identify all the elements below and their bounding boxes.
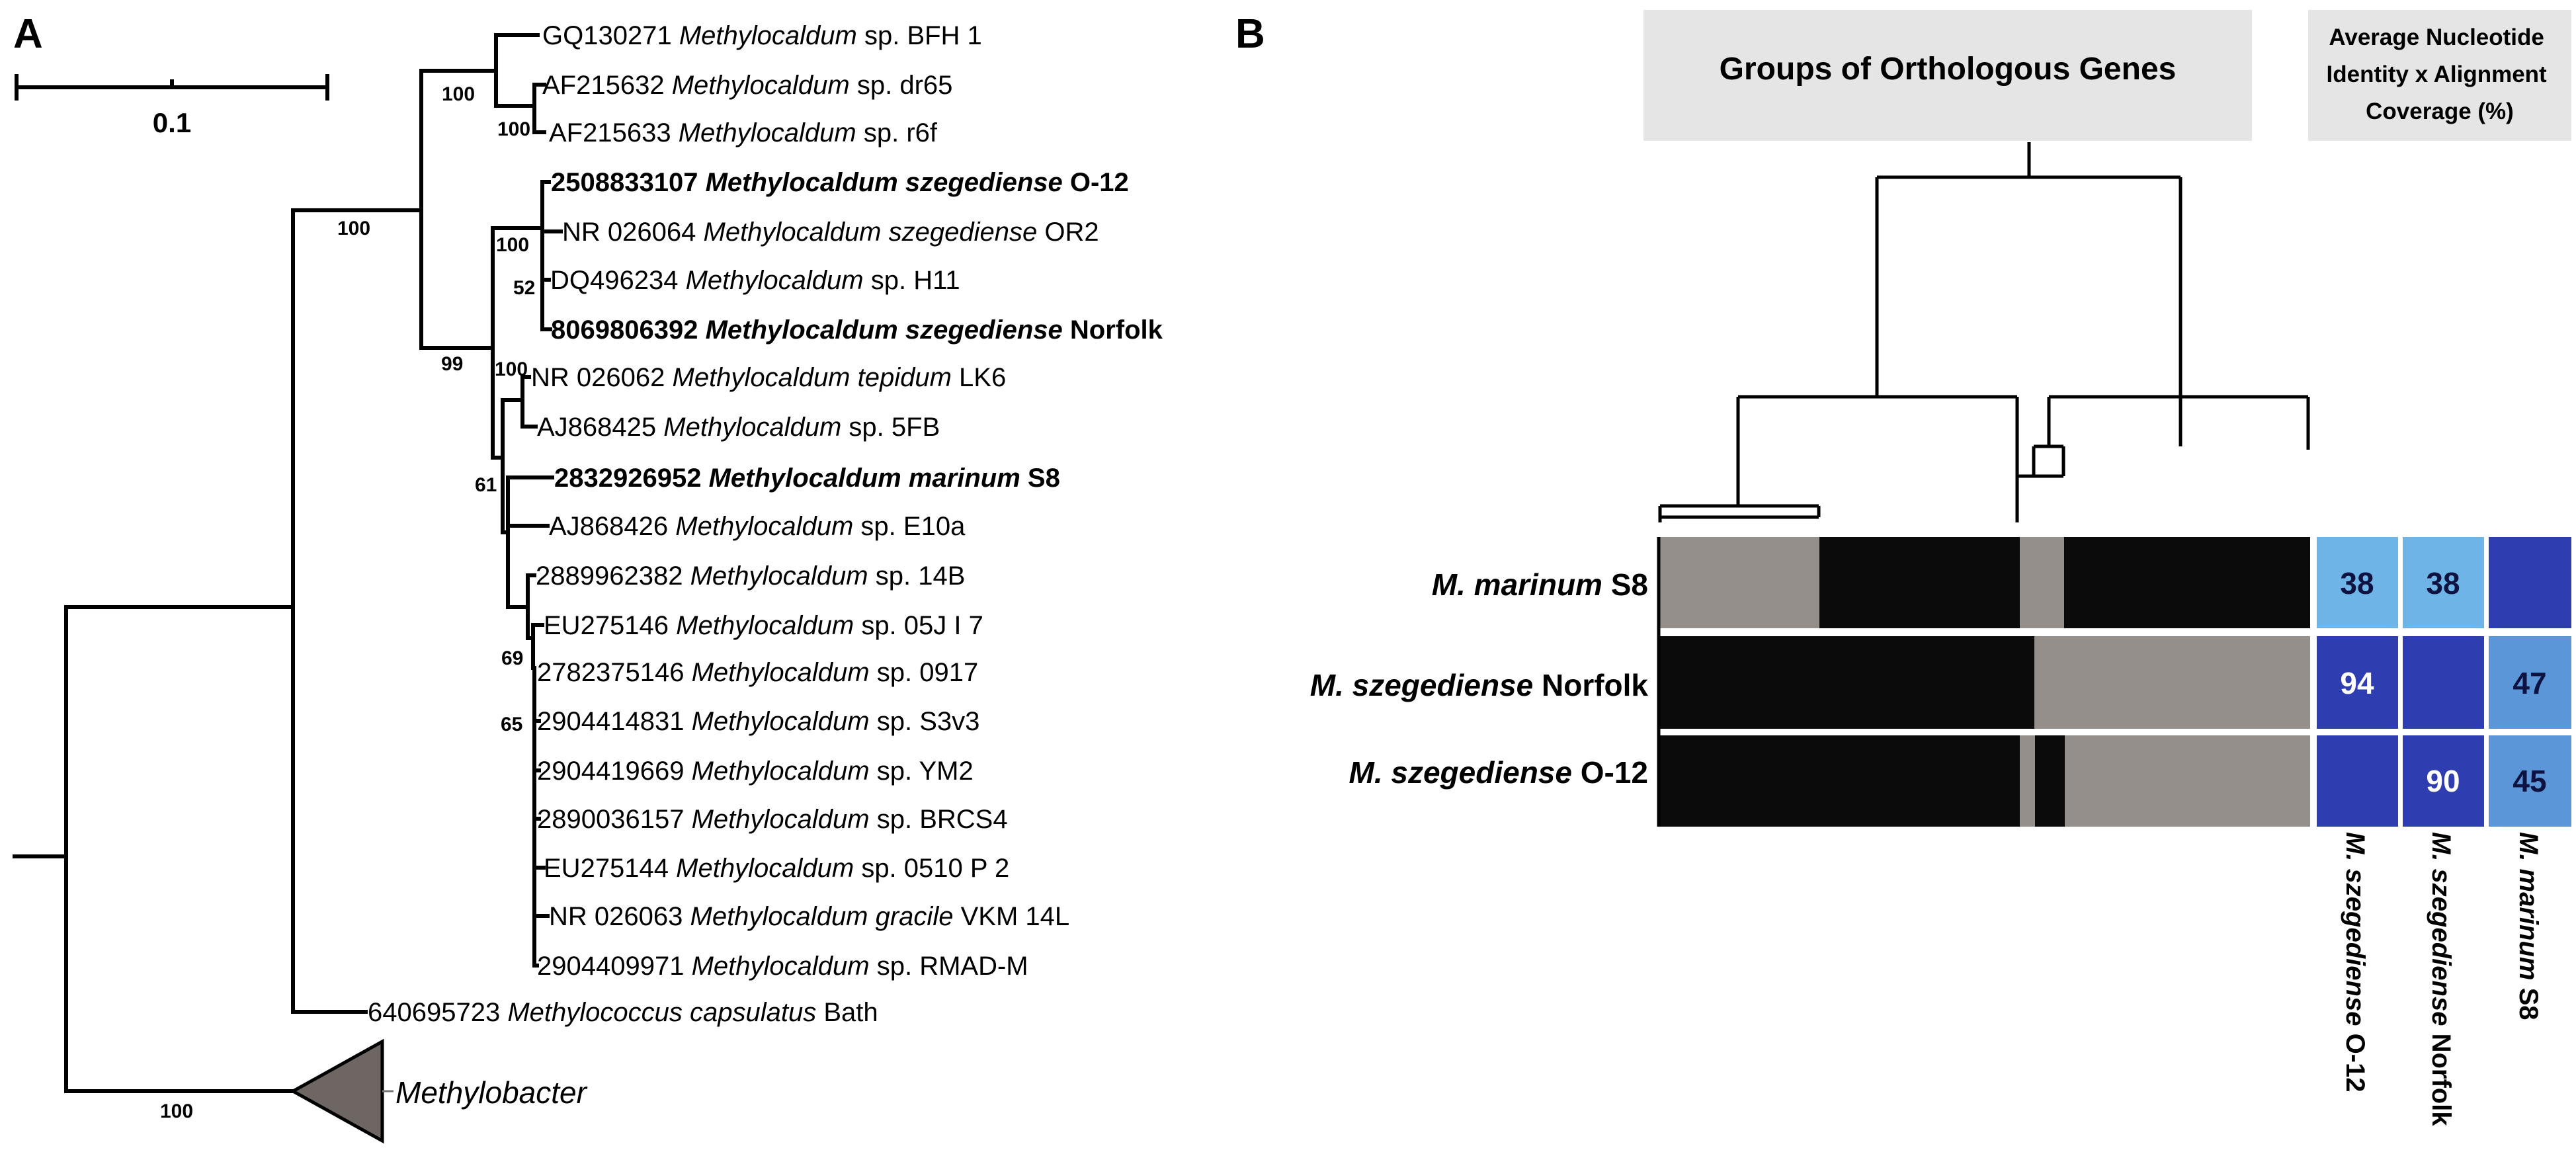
og-dendrogram xyxy=(1658,142,2310,522)
taxon-label: 2889962382 Methylocaldum sp. 14B xyxy=(536,561,965,591)
panel-a-letter: A xyxy=(13,11,43,57)
taxon-label: NR 026064 Methylocaldum szegediense OR2 xyxy=(562,218,1099,247)
og-block xyxy=(1659,537,1819,628)
ani-header-box xyxy=(2308,10,2571,141)
row-label-szegediense-o12: M. szegediense O-12 xyxy=(1349,755,1649,790)
ani-cell xyxy=(2317,735,2398,827)
ani-cell xyxy=(2317,537,2398,628)
taxon-label: 2782375146 Methylocaldum sp. 0917 xyxy=(537,658,978,687)
og-block xyxy=(1856,636,2034,729)
bootstrap-label: 65 xyxy=(501,714,522,735)
ani-cell xyxy=(2317,636,2398,729)
og-block xyxy=(2065,735,2310,827)
bootstrap-label: 52 xyxy=(513,277,535,299)
og-block xyxy=(1659,735,2020,827)
og-block xyxy=(2020,537,2064,628)
taxon-label: 2904414831 Methylocaldum sp. S3v3 xyxy=(537,707,979,736)
taxon-label: 2832926952 Methylocaldum marinum S8 xyxy=(554,464,1060,493)
taxon-label: 2904419669 Methylocaldum sp. YM2 xyxy=(537,757,974,786)
ani-value: 94 xyxy=(2340,666,2374,700)
ani-value: 90 xyxy=(2426,764,2460,798)
taxon-label: DQ496234 Methylocaldum sp. H11 xyxy=(550,266,960,295)
taxon-label: NR 026062 Methylocaldum tepidum LK6 xyxy=(531,363,1006,392)
taxon-label: NR 026063 Methylocaldum gracile VKM 14L xyxy=(549,902,1069,931)
bootstrap-label: 100 xyxy=(496,234,529,256)
og-block xyxy=(2020,735,2035,827)
og-block xyxy=(2064,537,2310,628)
ani-header-title: Average Nucleotide Identity x Alignment … xyxy=(2327,24,2554,124)
taxon-label: EU275146 Methylocaldum sp. 05J I 7 xyxy=(544,611,983,640)
panel-b-letter: B xyxy=(1235,11,1265,57)
ani-cell xyxy=(2403,735,2484,827)
og-block xyxy=(2036,636,2310,729)
ani-matrix: 38 38 94 47 90 45 xyxy=(2317,537,2571,827)
outgroup-label: Methylobacter xyxy=(395,1075,588,1110)
scale-bar-label: 0.1 xyxy=(153,107,191,138)
ani-cell xyxy=(2489,537,2571,628)
bootstrap-label: 100 xyxy=(497,118,530,140)
taxon-label: EU275144 Methylocaldum sp. 0510 P 2 xyxy=(544,854,1009,883)
og-block xyxy=(1819,537,2020,628)
ani-cell xyxy=(2403,537,2484,628)
taxon-label: AJ868426 Methylocaldum sp. E10a xyxy=(549,512,966,541)
scale-bar xyxy=(15,74,329,101)
taxon-label: 2508833107 Methylocaldum szegediense O-1… xyxy=(551,168,1129,197)
panel-a: A 0.1 xyxy=(13,11,1163,1144)
col-label-szegediense-o12: M. szegediense O-12 xyxy=(2341,832,2370,1092)
ani-value: 38 xyxy=(2340,566,2374,600)
taxon-label: 8069806392 Methylocaldum szegediense Nor… xyxy=(551,315,1163,345)
og-block xyxy=(1659,636,1856,729)
bootstrap-label: 99 xyxy=(441,353,463,375)
phylogenetic-tree xyxy=(13,33,563,1093)
bootstrap-label: 100 xyxy=(160,1100,193,1122)
bootstrap-label: 69 xyxy=(501,647,523,669)
bootstrap-values: 100 100 100 100 52 99 100 61 69 65 100 xyxy=(160,83,535,1122)
col-label-szegediense-norfolk: M. szegediense Norfolk xyxy=(2427,832,2456,1126)
bootstrap-label: 100 xyxy=(495,358,528,380)
row-label-marinum-s8: M. marinum S8 xyxy=(1432,567,1648,602)
og-block xyxy=(2034,636,2036,729)
bootstrap-label: 100 xyxy=(442,83,475,105)
row-label-szegediense-norfolk: M. szegediense Norfolk xyxy=(1310,668,1649,702)
taxon-label: AF215633 Methylocaldum sp. r6f xyxy=(549,118,938,147)
og-header-box xyxy=(1643,10,2252,141)
og-heatmap xyxy=(1657,537,2310,827)
ani-value: 38 xyxy=(2426,566,2460,600)
ani-cell xyxy=(2489,636,2571,729)
taxon-label: GQ130271 Methylocaldum sp. BFH 1 xyxy=(542,21,982,50)
taxon-label: 2904409971 Methylocaldum sp. RMAD-M xyxy=(537,952,1028,981)
ani-value: 47 xyxy=(2513,666,2546,700)
panel-b: B Groups of Orthologous Genes Average Nu… xyxy=(1235,10,2571,1126)
col-label-marinum-s8: M. marinum S8 xyxy=(2514,832,2543,1020)
taxon-label: AF215632 Methylocaldum sp. dr65 xyxy=(542,71,952,100)
taxon-label: 640695723 Methylococcus capsulatus Bath xyxy=(368,998,878,1027)
ani-cell xyxy=(2489,735,2571,827)
og-header-title: Groups of Orthologous Genes xyxy=(1720,52,2177,87)
methylobacter-collapsed-clade xyxy=(289,1038,384,1144)
ani-value: 45 xyxy=(2513,764,2546,798)
ani-cell xyxy=(2403,636,2484,729)
taxon-label: 2890036157 Methylocaldum sp. BRCS4 xyxy=(537,805,1008,834)
bootstrap-label: 61 xyxy=(475,474,497,496)
taxon-label: AJ868425 Methylocaldum sp. 5FB xyxy=(537,413,940,442)
bootstrap-label: 100 xyxy=(337,218,370,239)
og-block xyxy=(2035,735,2065,827)
